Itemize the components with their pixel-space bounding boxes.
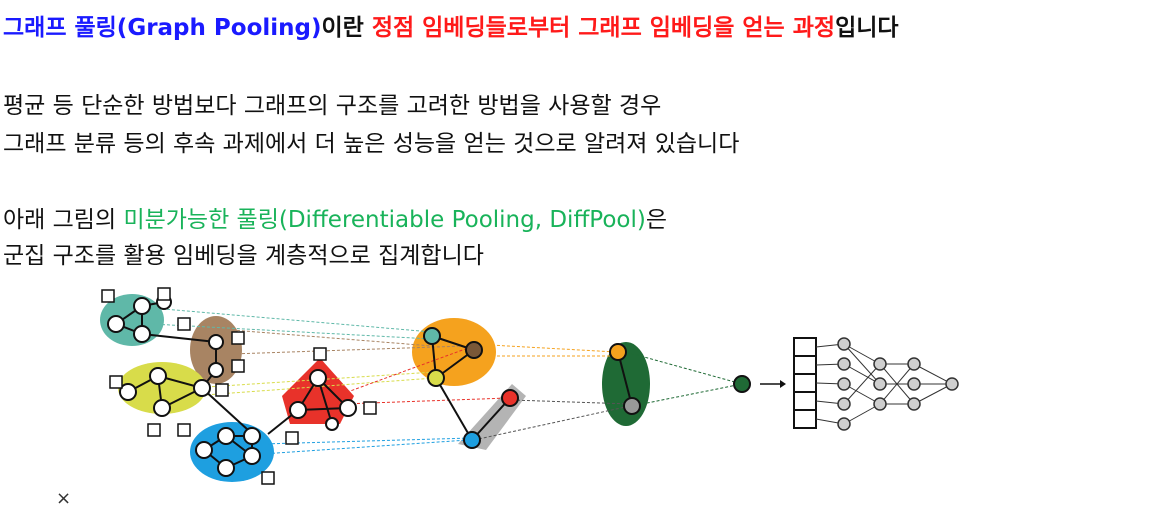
node-brown — [465, 341, 483, 359]
title-connector: 이란 — [321, 15, 372, 41]
paragraph2-suffix: 은 — [645, 207, 668, 233]
paragraph1-line1: 평균 등 단순한 방법보다 그래프의 구조를 고려한 방법을 사용할 경우 — [3, 93, 662, 119]
node — [217, 427, 235, 445]
node — [153, 399, 171, 417]
node — [107, 315, 125, 333]
node-blue — [463, 431, 481, 449]
paragraph2-line1: 아래 그림의 미분가능한 풀링(Differentiable Pooling, … — [3, 200, 667, 234]
title-definition: 정점 임베딩들로부터 그래프 임베딩을 얻는 과정 — [371, 15, 836, 41]
node — [119, 383, 137, 401]
node-orange — [609, 343, 627, 361]
paragraph2-line2: 군집 구조를 활용 임베딩을 계층적으로 집계합니다 — [3, 243, 484, 269]
title-ending: 입니다 — [835, 15, 899, 41]
node — [217, 459, 235, 477]
node — [133, 325, 151, 343]
node — [309, 369, 327, 387]
node — [243, 427, 261, 445]
paragraph1-line2: 그래프 분류 등의 후속 과제에서 더 높은 성능을 얻는 것으로 알려져 있습… — [3, 131, 740, 157]
cluster-lime — [118, 362, 206, 414]
node-red — [501, 389, 519, 407]
node — [325, 417, 339, 431]
node — [243, 447, 261, 465]
node — [289, 401, 307, 419]
node — [208, 362, 224, 378]
node — [193, 379, 211, 397]
paragraph2-prefix: 아래 그림의 — [3, 207, 124, 233]
node — [133, 297, 151, 315]
close-icon[interactable]: × — [56, 488, 72, 509]
page-title: 그래프 풀링(Graph Pooling)이란 정점 임베딩들로부터 그래프 임… — [3, 8, 899, 42]
node-gray — [623, 397, 641, 415]
node-final — [733, 375, 751, 393]
node-teal — [423, 327, 441, 345]
node-lime — [427, 369, 445, 387]
title-term: 그래프 풀링(Graph Pooling) — [3, 15, 322, 41]
diffpool-term: 미분가능한 풀링(Differentiable Pooling, DiffPoo… — [123, 207, 646, 233]
diffpool-figure — [100, 287, 959, 485]
node — [149, 367, 167, 385]
node — [208, 334, 224, 350]
node — [339, 399, 357, 417]
cluster-orange — [412, 318, 496, 386]
node — [195, 441, 213, 459]
